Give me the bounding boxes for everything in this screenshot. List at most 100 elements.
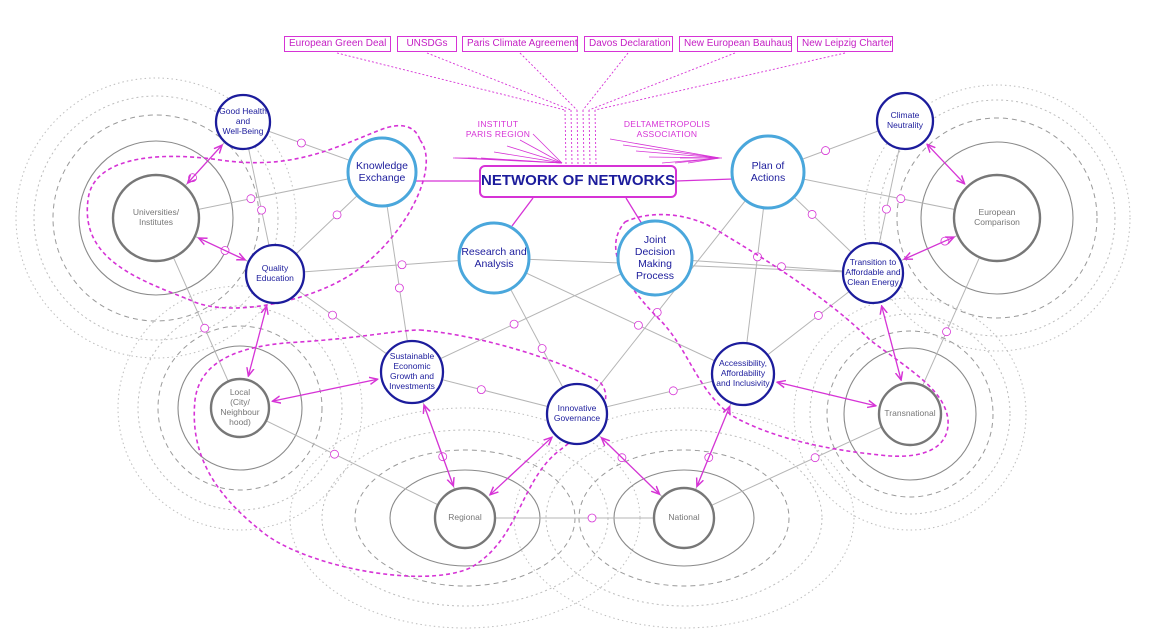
sustainable-node-circle: [379, 339, 445, 405]
governance-label-text: Innovative Governance: [553, 403, 601, 423]
framework-link-neb: [588, 52, 736, 111]
framework-drop-5: [588, 109, 591, 165]
org-fan-left-6: [519, 139, 563, 164]
connector-marker-climate-plan: [821, 146, 830, 155]
framework-european-green-deal: European Green Deal: [284, 36, 391, 52]
plan-node-label: Plan of Actions: [732, 136, 804, 208]
cluster-loop-transnational: [614, 213, 949, 458]
connector-marker-national-transnational: [810, 453, 820, 463]
scale-ring-transnational-1: [843, 347, 977, 481]
research-node-label: Research and Analysis: [459, 223, 529, 293]
research-node-circle: [457, 221, 531, 295]
access-node-label: Accessibility, Affordability and Inclusi…: [712, 343, 774, 405]
connector-joint-sustainable: [411, 257, 656, 373]
regional-node-circle: [433, 486, 497, 550]
node-layer: [111, 91, 1042, 550]
universities-label-text: Universities/ Institutes: [132, 207, 180, 227]
transition-node-circle: [841, 241, 905, 305]
climate-node-circle: [875, 91, 935, 151]
joint-node-circle: [616, 219, 694, 297]
org-fan-left-7: [532, 133, 563, 164]
national-node-circle: [652, 486, 716, 550]
arrow-health-universities: [188, 146, 221, 183]
climate-label-text: Climate Neutrality: [887, 110, 923, 130]
arrow-climate-european: [928, 145, 964, 183]
org-fan-right-2: [622, 144, 721, 159]
quality-node-circle: [244, 243, 306, 305]
transition-node-label: Transition to Affordable and Clean Energ…: [843, 243, 903, 303]
sustainable-node-label: Sustainable Economic Growth and Investme…: [381, 341, 443, 403]
universities-node-label: Universities/ Institutes: [113, 175, 199, 261]
connector-marker-knowledge-quality: [332, 210, 342, 220]
cluster-loop-knowledge: [86, 124, 428, 309]
connector-marker-sustainable-governance: [476, 385, 486, 395]
transnational-node-circle: [877, 381, 943, 447]
regional-node-label: Regional: [435, 488, 495, 548]
health-node-circle: [214, 93, 272, 151]
arrow-layer: [188, 145, 964, 494]
governance-node-label: Innovative Governance: [547, 384, 607, 444]
framework-bar: European Green Deal UNSDGs Paris Climate…: [0, 0, 1152, 60]
arrow-access-transnational: [778, 382, 875, 405]
universities-node-circle: [111, 173, 201, 263]
connector-marker-climate-transition: [882, 204, 891, 214]
connector-marker-plan-governance: [652, 307, 662, 317]
connector-research-access: [493, 257, 744, 375]
arrow-local-sustainable: [273, 379, 376, 401]
framework-new-leipzig-charter: New Leipzig Charter: [797, 36, 893, 52]
framework-link-davos: [582, 52, 629, 111]
scale-ring-local-2: [157, 325, 323, 491]
org-fan-right-3: [635, 150, 721, 159]
network-of-networks-title: NETWORK OF NETWORKS: [479, 165, 677, 198]
connector-marker-research-governance: [537, 344, 547, 353]
connector-marker-local-regional: [330, 449, 339, 459]
arrow-governance-national: [602, 438, 659, 493]
transnational-node-label: Transnational: [879, 383, 941, 445]
arrow-governance-regional: [491, 438, 552, 494]
plan-label-text: Plan of Actions: [750, 159, 786, 184]
connector-national-transnational: [683, 413, 911, 519]
scale-ring-transnational-4: [793, 297, 1027, 531]
title-spoke-joint: [625, 197, 643, 225]
connector-marker-quality-research: [397, 260, 407, 270]
framework-unsdgs: UNSDGs: [397, 36, 457, 52]
connector-marker-transnational-european: [942, 327, 951, 337]
cluster-loop-layer: [86, 124, 949, 578]
access-label-text: Accessibility, Affordability and Inclusi…: [716, 358, 770, 388]
scale-ring-transnational-2: [826, 330, 994, 498]
local-node-label: Local (City/ Neighbour hood): [211, 379, 269, 437]
connector-plan-governance: [576, 171, 769, 415]
scale-ring-universities-3: [33, 95, 279, 341]
quality-label-text: Quality Education: [256, 263, 294, 283]
scale-ring-universities-4: [15, 77, 297, 359]
scale-ring-national-3: [545, 429, 823, 607]
scale-ring-local-1: [177, 345, 303, 471]
local-label-text: Local (City/ Neighbour hood): [220, 387, 260, 427]
framework-link-unsdgs: [426, 52, 572, 111]
transnational-label-text: Transnational: [884, 408, 936, 419]
framework-link-egd: [336, 52, 566, 111]
title-spoke-research: [511, 197, 534, 227]
scale-ring-european-2: [896, 117, 1098, 319]
arrow-quality-local: [249, 307, 267, 375]
connector-marker-universities-local: [200, 323, 210, 333]
national-node-label: National: [654, 488, 714, 548]
arrow-access-national: [697, 407, 729, 485]
joint-label-text: Joint Decision Making Process: [634, 233, 676, 283]
connector-marker-health-quality: [257, 205, 266, 215]
org-fan-right-7: [687, 157, 721, 164]
framework-paris-climate-agreement: Paris Climate Agreement: [462, 36, 578, 52]
org-fan-right-1: [609, 138, 721, 159]
connector-marker-governance-access: [668, 386, 678, 396]
scale-ring-european-1: [920, 141, 1074, 295]
regional-label-text: Regional: [448, 512, 482, 523]
european-node-circle: [952, 173, 1042, 263]
connector-marker-plan-transition: [807, 210, 817, 219]
local-node-circle: [209, 377, 271, 439]
org-deltametropolis-association: DELTAMETROPOLIS ASSOCIATION: [623, 119, 711, 139]
framework-drop-3: [576, 109, 579, 165]
sustainable-label-text: Sustainable Economic Growth and Investme…: [389, 351, 435, 391]
framework-drop-2: [570, 109, 573, 165]
arrow-transition-transnational: [882, 307, 901, 379]
